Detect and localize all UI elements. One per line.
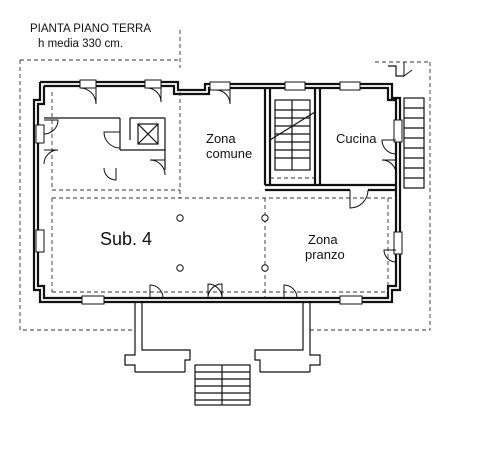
dashed-partitions [51, 92, 396, 298]
room-label-zona-pranzo-1: Zona [308, 232, 338, 247]
room-label-zona-comune-1: Zona [206, 131, 236, 146]
plan-subtitle: h media 330 cm. [38, 38, 123, 50]
site-boundary [19, 30, 431, 331]
room-label-zona-pranzo-2: pranzo [305, 247, 345, 262]
interior-walls [44, 88, 396, 192]
entrance-steps [194, 364, 251, 406]
room-label-zona-comune-2: comune [206, 146, 252, 161]
entry-detail-top-right [388, 62, 413, 77]
windows [35, 79, 403, 305]
columns [176, 214, 269, 272]
exterior-walls [32, 80, 402, 373]
plan-title: PIANTA PIANO TERRA [30, 23, 151, 35]
room-label-cucina: Cucina [336, 131, 377, 146]
doors [43, 87, 397, 299]
side-stair [403, 97, 425, 189]
staircase [269, 99, 316, 171]
room-label-sub4: Sub. 4 [100, 229, 152, 249]
